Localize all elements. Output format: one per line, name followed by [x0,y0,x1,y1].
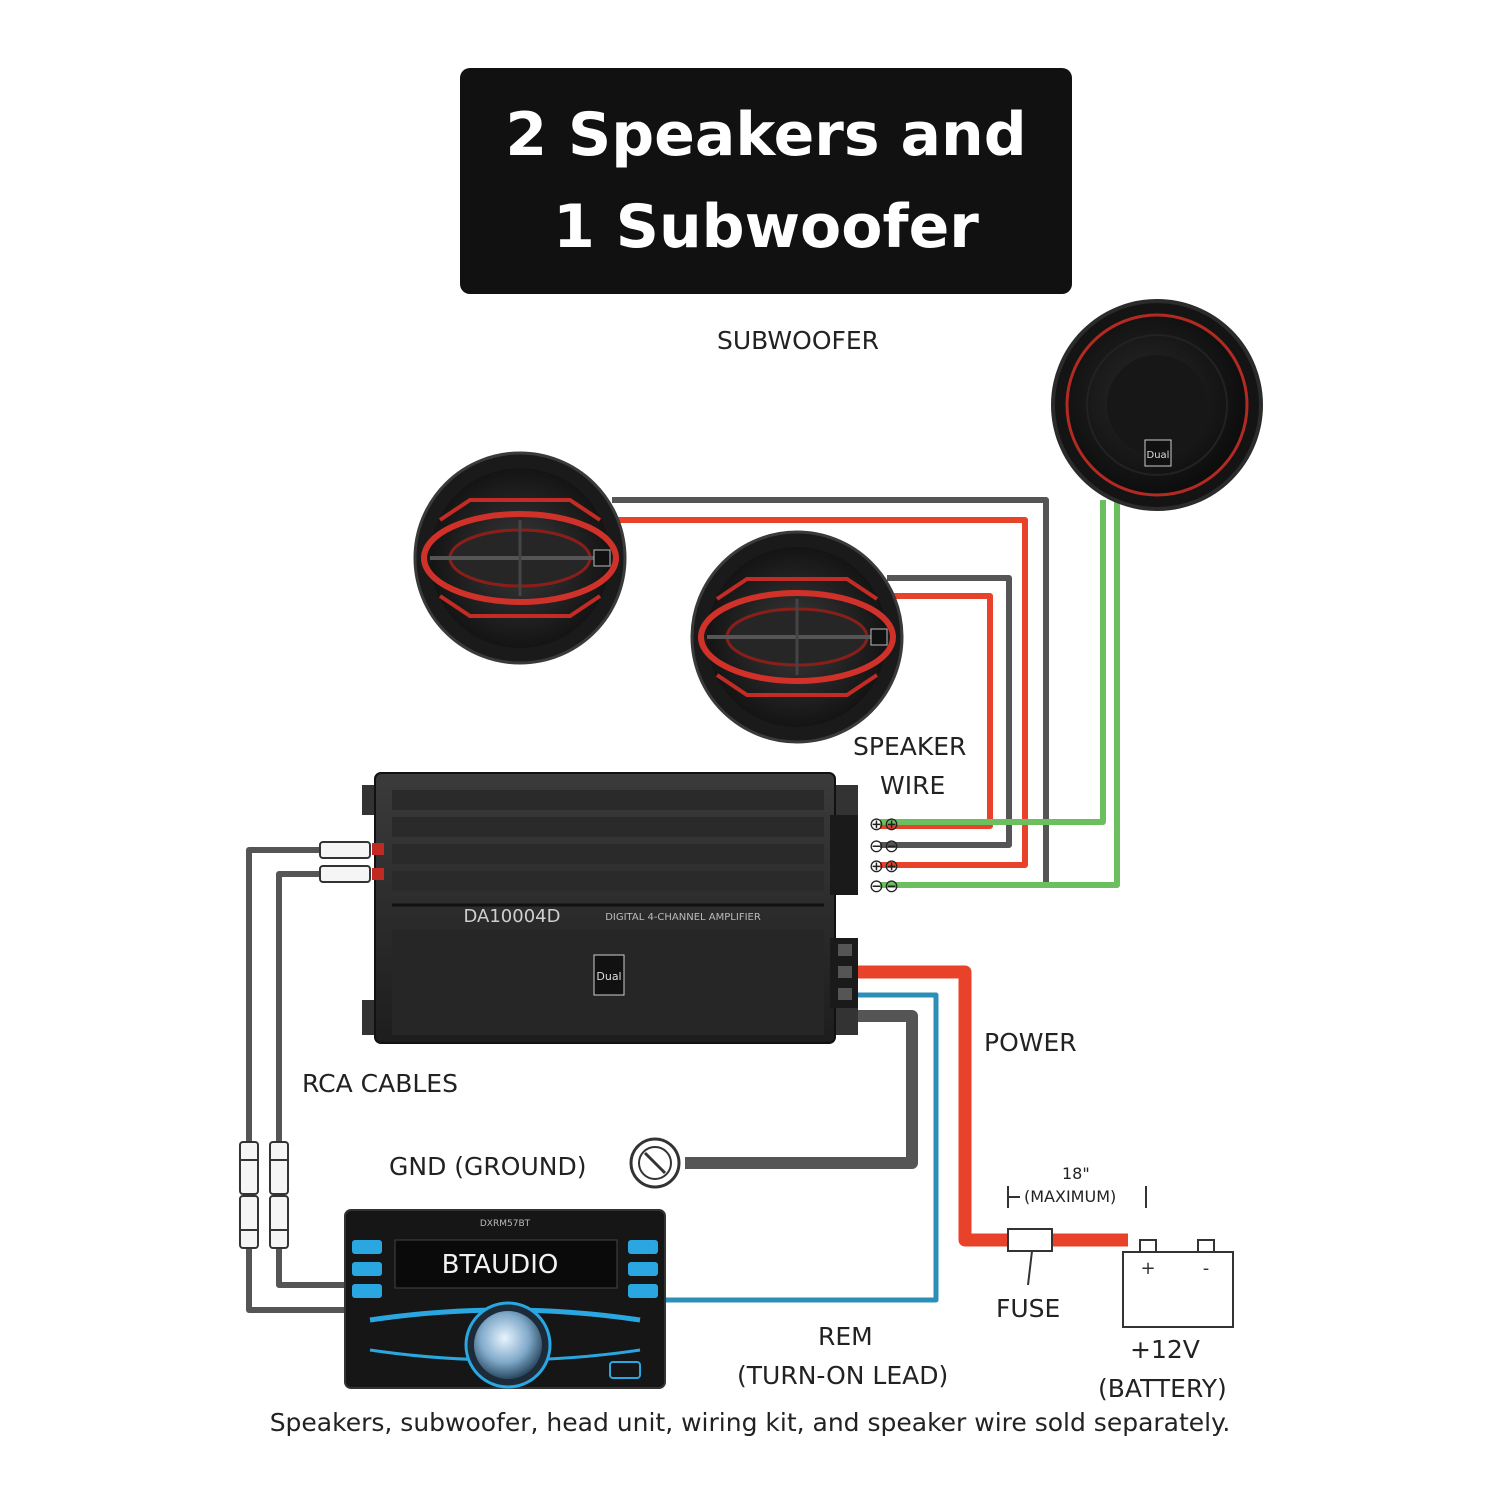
terminal-label-2: ⊖⊖ [869,836,899,857]
speaker-output-terminals: ⊕⊕ ⊖⊖ ⊕⊕ ⊖⊖ [869,814,899,897]
amplifier-brand-logo: Dual [596,970,621,983]
speaker-1-icon [413,451,627,665]
rca-cable-1 [246,847,348,1313]
subwoofer-negative-wire [880,500,1120,888]
subwoofer-brand-logo: Dual [1147,450,1170,461]
fuse-distance-marker [1007,1186,1147,1208]
terminal-label-1: ⊕⊕ [869,814,899,835]
speaker-wire-label-line-1: SPEAKER [853,732,967,761]
subwoofer-icon: Dual [1051,299,1263,511]
battery-icon: + - [1122,1239,1234,1328]
head-unit-display: BTAUDIO [442,1250,559,1280]
speaker-2-positive-wire [880,593,993,829]
footer-disclaimer: Speakers, subwoofer, head unit, wiring k… [269,1408,1231,1437]
speaker-1-positive-wire [612,517,1028,868]
head-unit-model: DXRM57BT [480,1219,531,1229]
rem-label-line-2: (TURN-ON LEAD) [737,1361,949,1390]
power-label: POWER [984,1028,1077,1057]
battery-plus-sign: + [1140,1258,1155,1279]
battery-minus-sign: - [1203,1258,1210,1279]
amplifier-description: DIGITAL 4-CHANNEL AMPLIFIER [605,912,761,923]
head-unit: DXRM57BT BTAUDIO [344,1209,666,1389]
subwoofer-label: SUBWOOFER [717,326,880,355]
rca-cable-2 [276,871,348,1288]
speaker-2-negative-wire [880,575,1012,848]
fuse-icon [1007,1228,1053,1286]
amplifier: DA10004D DIGITAL 4-CHANNEL AMPLIFIER Dua… [319,772,858,1044]
subwoofer-positive-wire [880,500,1106,825]
rem-wire [665,992,939,1303]
rca-input-plug-1 [319,841,371,859]
speaker-wire-label-line-2: WIRE [880,771,946,800]
rca-cables-label: RCA CABLES [302,1069,458,1098]
title-banner: 2 Speakers and 1 Subwoofer [460,68,1072,294]
speaker-2-wires [880,575,1012,848]
fuse-distance-label-line-1: 18" [1062,1164,1090,1183]
battery-label-line-2: (BATTERY) [1098,1374,1227,1403]
amplifier-model: DA10004D [464,906,561,927]
battery-label-line-1: +12V [1130,1335,1200,1364]
ground-label: GND (GROUND) [389,1152,587,1181]
subwoofer-wires [880,500,1120,888]
fuse-distance-label-line-2: (MAXIMUM) [1024,1187,1117,1206]
speaker-2-icon [690,530,904,744]
ground-terminal-icon [629,1137,681,1189]
rca-input-plug-2 [319,865,371,883]
title-line-2: 1 Subwoofer [553,192,979,262]
rca-inline-plugs [239,1141,289,1249]
ground-wire [685,1010,918,1169]
terminal-label-4: ⊖⊖ [869,876,899,897]
terminal-label-3: ⊕⊕ [869,856,899,877]
title-line-1: 2 Speakers and [505,100,1027,170]
rem-label-line-1: REM [818,1322,873,1351]
fuse-label: FUSE [996,1294,1061,1323]
rca-cables [246,847,348,1313]
